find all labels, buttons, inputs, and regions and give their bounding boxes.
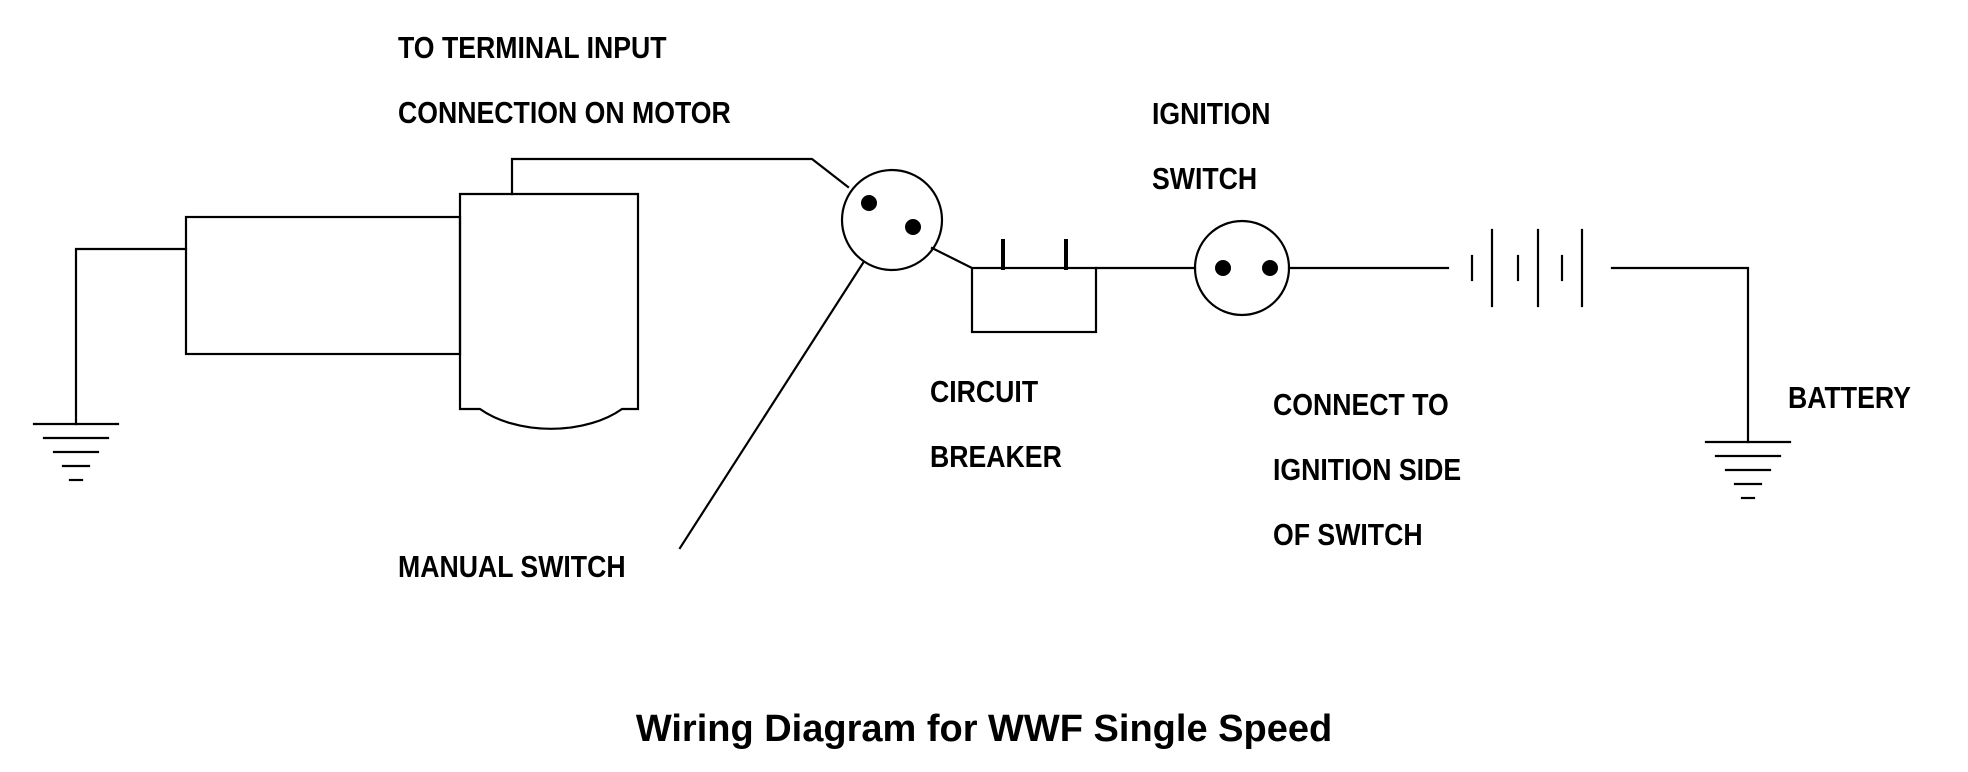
diagram-title: Wiring Diagram for WWF Single Speed	[635, 708, 1333, 750]
switch-to-breaker-wire	[930, 246, 974, 270]
motor-body	[184, 215, 462, 356]
connect-label-line1: CONNECT TO	[1273, 387, 1449, 422]
motor-gearbox	[458, 192, 640, 430]
ignition-switch-symbol	[1193, 219, 1291, 317]
breaker-label-line1: CIRCUIT	[930, 374, 1039, 409]
manual-switch-symbol	[840, 168, 944, 272]
ignition-label-line1: IGNITION	[1152, 96, 1271, 131]
connect-label-line3: OF SWITCH	[1273, 517, 1423, 552]
terminal-label-line1: TO TERMINAL INPUT	[398, 30, 667, 65]
manual-switch-label: MANUAL SWITCH	[398, 549, 626, 584]
circuit-breaker-symbol	[970, 239, 1098, 334]
ignition-label-line2: SWITCH	[1152, 161, 1258, 196]
terminal-label-line2: CONNECTION ON MOTOR	[398, 95, 731, 130]
battery-label: BATTERY	[1788, 380, 1911, 415]
connect-label-line2: IGNITION SIDE	[1273, 452, 1462, 487]
battery-ground-symbol	[1704, 440, 1792, 500]
manual-switch-leader	[678, 261, 865, 550]
battery-ground-wire	[1610, 266, 1750, 444]
battery-symbol	[1470, 228, 1584, 308]
motor-terminal-wire	[510, 157, 850, 196]
breaker-label-line2: BREAKER	[930, 439, 1062, 474]
motor-ground-symbol	[32, 247, 188, 482]
